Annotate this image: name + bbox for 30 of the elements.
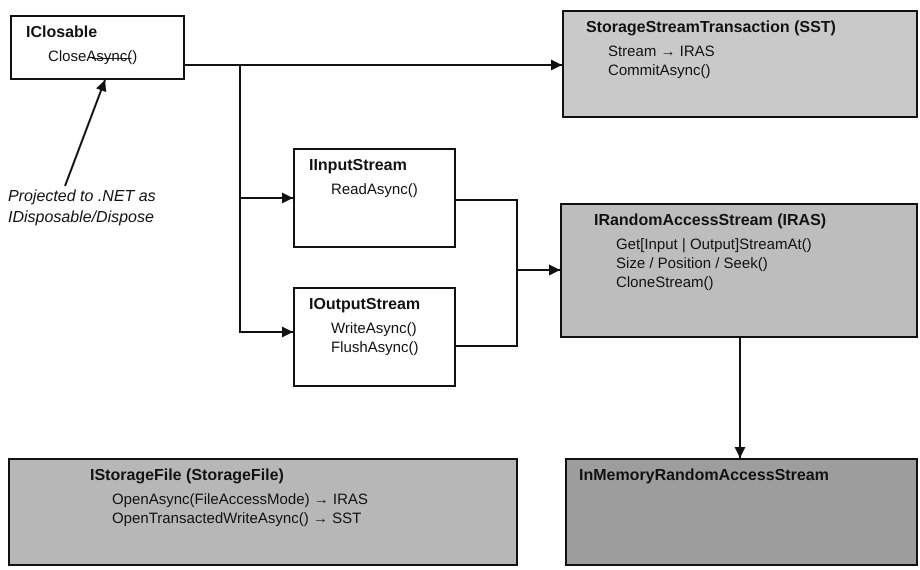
connector-arrow xyxy=(734,338,746,458)
class-name: IRandomAccessStream (IRAS) xyxy=(594,211,826,230)
member-text: CloneStream() xyxy=(616,273,714,292)
class-name: StorageStreamTransaction (SST) xyxy=(586,18,836,37)
class-box xyxy=(10,15,185,80)
member-text: WriteAsync() xyxy=(331,319,417,338)
member-text: OpenTransactedWriteAsync() → SST xyxy=(112,509,362,528)
class-box xyxy=(293,148,456,248)
member-text: FlushAsync() xyxy=(331,338,419,357)
note-text: Projected to .NET as IDisposable/Dispose xyxy=(8,187,157,228)
class-box xyxy=(8,458,518,566)
leader-arrow xyxy=(64,80,106,186)
class-box xyxy=(565,458,918,566)
member-text: CloseA̶s̶y̶n̶c̶() xyxy=(48,47,138,66)
member-text: CommitAsync() xyxy=(608,61,711,80)
member-text: Get[Input | Output]StreamAt() xyxy=(616,235,812,254)
class-name: IInputStream xyxy=(309,156,407,175)
class-box xyxy=(293,287,456,387)
class-name: IStorageFile (StorageFile) xyxy=(90,466,284,485)
connector-arrow xyxy=(185,64,293,338)
member-text: OpenAsync(FileAccessMode) → IRAS xyxy=(112,490,368,509)
class-box xyxy=(560,203,918,338)
class-name: IClosable xyxy=(26,23,98,42)
connector-arrow xyxy=(456,264,560,347)
member-text: ReadAsync() xyxy=(331,180,418,199)
class-box xyxy=(562,10,918,118)
member-text: Size / Position / Seek() xyxy=(616,254,768,273)
class-name: IOutputStream xyxy=(309,295,420,314)
class-name: InMemoryRandomAccessStream xyxy=(579,466,829,485)
member-text: Stream → IRAS xyxy=(608,42,715,61)
